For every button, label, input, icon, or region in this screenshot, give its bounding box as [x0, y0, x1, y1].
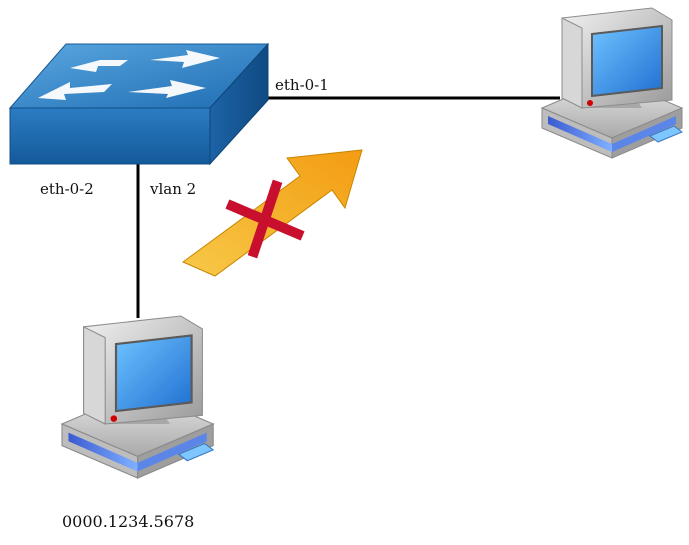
blocked-x-icon [225, 179, 305, 259]
traffic-arrow-icon [182, 149, 363, 277]
computer-icon [60, 314, 215, 480]
host-mac-address: 0000.1234.5678 [62, 512, 195, 531]
computer-icon [541, 7, 683, 159]
vlan-label: vlan 2 [150, 180, 197, 198]
switch-icon [8, 42, 270, 166]
port-label-eth-0-1: eth-0-1 [275, 76, 329, 94]
port-label-eth-0-2: eth-0-2 [40, 180, 94, 198]
